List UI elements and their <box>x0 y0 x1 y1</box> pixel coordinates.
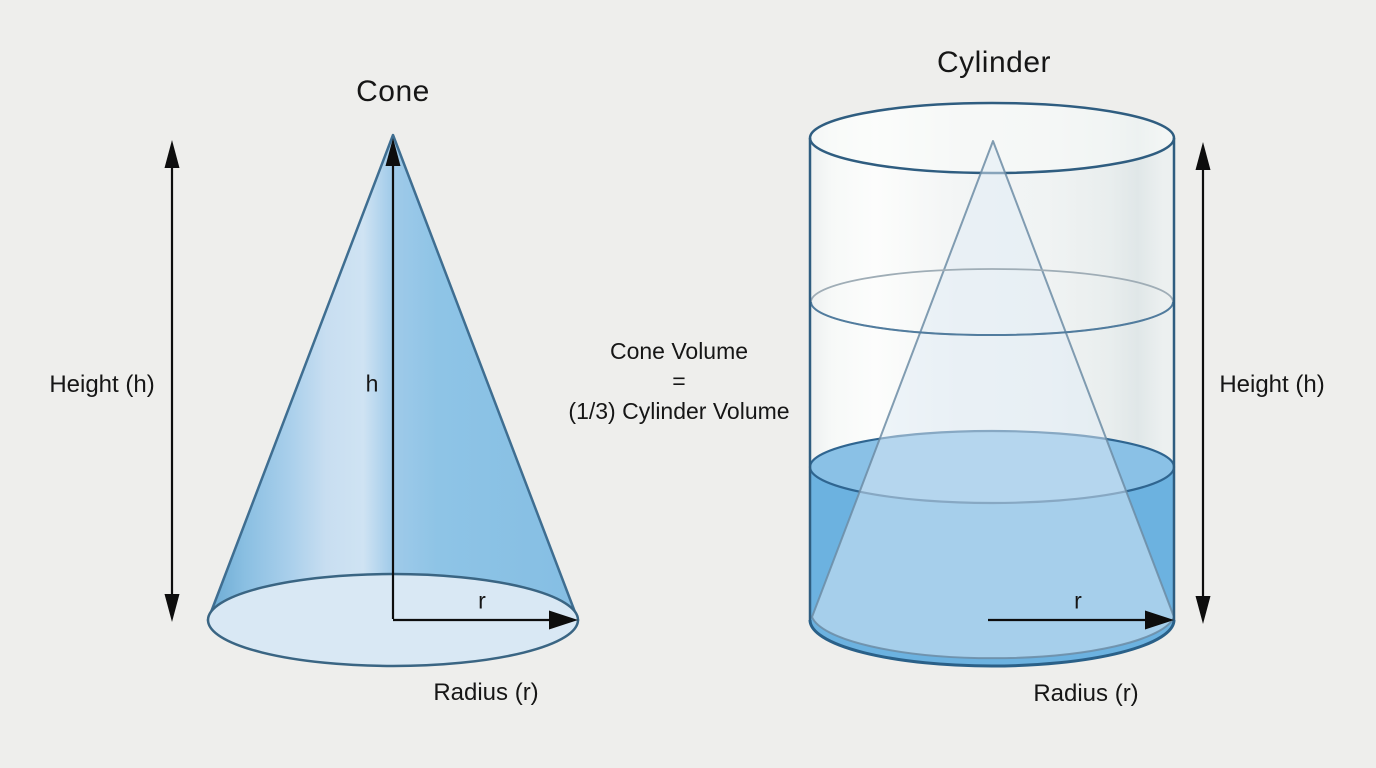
cone-height-label: Height (h) <box>49 371 155 398</box>
cylinder-height-label: Height (h) <box>1219 371 1325 398</box>
arrow-down-icon <box>1195 596 1211 624</box>
cylinder-radius-label: Radius (r) <box>1033 680 1139 707</box>
cylinder-r-symbol: r <box>1074 587 1082 614</box>
cone-r-symbol: r <box>478 587 486 614</box>
cylinder-radius-arrowhead-icon <box>1145 610 1174 630</box>
cylinder-bottom-rim <box>808 619 1176 668</box>
arrow-up-icon <box>1195 142 1211 170</box>
equation-line-3: (1/3) Cylinder Volume <box>568 398 790 424</box>
cone-h-symbol: h <box>365 370 379 397</box>
arrow-up-icon <box>164 140 180 168</box>
height-arrow-right <box>1195 142 1211 624</box>
equation-line-2: = <box>672 368 686 394</box>
cone-radius-arrowhead-icon <box>549 610 578 630</box>
equation-line-1: Cone Volume <box>609 338 749 364</box>
volume-equation: Cone Volume = (1/3) Cylinder Volume <box>568 336 789 426</box>
inner-cone <box>811 140 1175 660</box>
cylinder-figure <box>808 101 1176 668</box>
cone-apex-arrowhead-icon <box>385 138 401 166</box>
height-arrow-left <box>164 140 180 622</box>
cylinder-mid-ring-front <box>810 301 1174 336</box>
cone-radius-label: Radius (r) <box>433 679 539 706</box>
arrow-down-icon <box>164 594 180 622</box>
cone-title: Cone <box>356 75 430 108</box>
cone-figure <box>206 133 580 668</box>
cylinder-title: Cylinder <box>936 46 1052 79</box>
